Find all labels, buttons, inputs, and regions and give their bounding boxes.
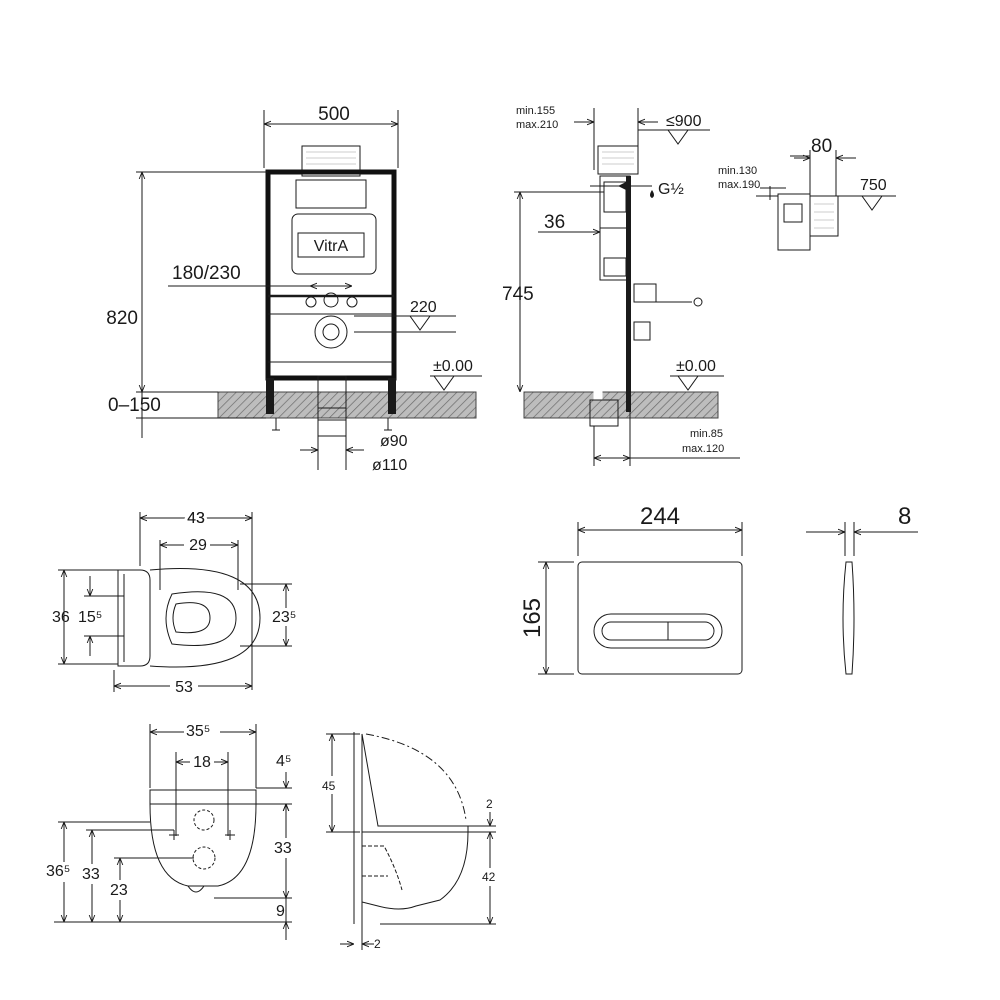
drain-pipe [317,375,347,437]
wall-gap-label: 2 [374,937,381,951]
frame-front-view: VitrA 500 820 0–150 180/230 [106,104,482,474]
side-offset-label: 36 [544,212,565,233]
seat-outline [149,568,261,668]
bowl-height-d-label: 33 [274,840,292,857]
side-max-900-label: ≤900 [666,113,702,130]
top-inlet [301,145,361,177]
pipe-90-label: ø90 [380,433,408,450]
plate-thickness-label: 8 [898,503,911,530]
valve-height-label: 750 [860,177,887,194]
plate-height-label: 165 [519,598,546,638]
plate-width-label: 244 [640,503,680,530]
bowl-hole-spacing-label: 18 [193,754,211,771]
bowl-side-view: 45 2 42 2 [320,732,500,951]
frame-height-label: 820 [106,308,138,329]
rim-gap-label: 2 [486,797,493,811]
seat-opening [165,591,237,647]
thread-label: G½ [658,181,684,198]
valve-min-label: min.130 [718,165,757,177]
side-level-label: ±0.00 [676,358,716,375]
bowl-height-b-label: 33 [82,866,100,883]
side-bottom-min-label: min.85 [690,428,723,440]
valve-max-label: max.190 [718,179,760,191]
side-bottom-max-label: max.120 [682,443,724,455]
frame-level-label: ±0.00 [433,358,473,375]
seat-depth-b-label: 15⁵ [78,609,102,626]
brand-logo: VitrA [314,238,349,255]
side-top-inlet [597,145,639,175]
bowl-height-c-label: 23 [110,882,128,899]
side-top-max-label: max.210 [516,119,558,131]
plate-profile [842,561,855,675]
cistern [291,213,377,275]
seat-inner-width-label: 29 [189,537,207,554]
seat-depth-c-label: 23⁵ [272,609,296,626]
inlet-span-label: 180/230 [172,263,241,284]
outlet-height-label: 220 [410,299,437,316]
bowl-height-a-label: 36⁵ [46,863,70,880]
logo-box [297,232,365,258]
bowl-height-label: 42 [482,870,496,884]
flush-buttons-ring [593,613,723,649]
frame-outline [265,169,397,381]
seat-width-label: 43 [187,510,205,527]
flush-plate [577,561,743,675]
bowl-side-outline [361,831,469,910]
pipe-110-label: ø110 [372,457,407,474]
side-floor-slab [523,391,719,419]
bowl-outline [149,803,257,887]
bowl-front-view: 35⁵ 18 4⁵ 33 9 36⁵ 33 23 [46,722,298,940]
seat-depth-a-label: 36 [52,609,70,626]
bowl-width-label: 35⁵ [186,723,210,740]
bowl-top-label: 4⁵ [276,753,292,770]
floor-slab [217,391,477,419]
valve-detail: 80 750 min.130 max.190 [718,136,896,251]
lid [361,733,469,833]
valve-width-label: 80 [811,136,832,157]
side-height-label: 745 [502,284,534,305]
flush-plate-view: 244 165 8 [519,503,918,675]
seat-top-view: 43 43 29 53 36 15⁵ 23⁵ [52,507,300,696]
bowl-bottom-label: 9 [276,903,285,920]
lid-height-label: 45 [322,779,336,793]
cistern-top [295,179,367,209]
frame-width-label: 500 [318,104,350,125]
seat-width-bg: 43 [187,510,205,527]
outlet-flange [314,315,348,349]
side-top-min-label: min.155 [516,105,555,117]
floor-range-label: 0–150 [108,395,161,416]
seat-length-label: 53 [175,679,193,696]
frame-side-view: min.155 max.210 ≤900 745 36 G½ ±0.00 min… [502,105,740,466]
lid-swing-arc [365,733,467,821]
